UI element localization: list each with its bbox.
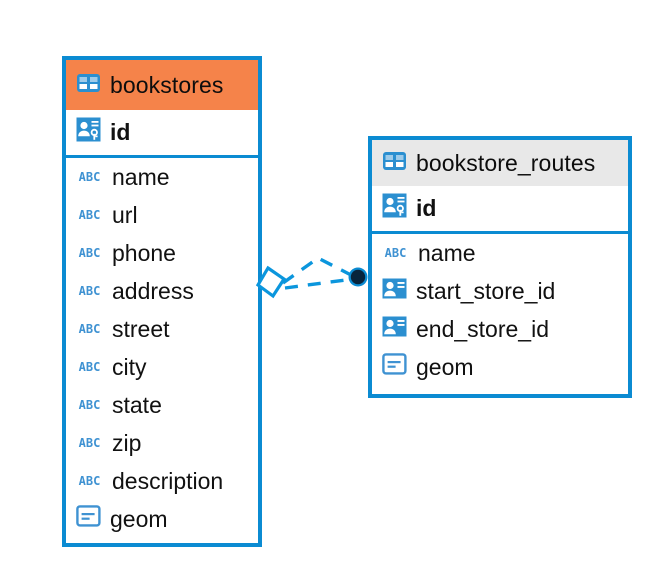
field-label-street: street xyxy=(112,315,170,342)
foreign-key-icon xyxy=(382,314,407,345)
field-label-state: state xyxy=(112,391,162,418)
abc-text-icon: ABC xyxy=(78,398,101,412)
primary-key-icon xyxy=(76,117,101,148)
entity-bookstore-routes-title: bookstore_routes xyxy=(416,149,596,176)
field-label-id: id xyxy=(110,119,131,145)
field-row-routes-geom[interactable]: geom xyxy=(372,348,628,386)
relationship-line-lower xyxy=(284,277,354,290)
entity-bookstore-routes-header[interactable]: bookstore_routes xyxy=(372,140,628,186)
field-label-name: name xyxy=(112,163,170,190)
field-row-end-store-id[interactable]: end_store_id xyxy=(372,310,628,348)
entity-bookstores[interactable]: bookstores id ABC name xyxy=(62,56,262,547)
field-row-address[interactable]: ABC address xyxy=(66,272,258,310)
field-row-city[interactable]: ABC city xyxy=(66,348,258,386)
field-row-id[interactable]: id xyxy=(66,110,258,158)
field-row-zip[interactable]: ABC zip xyxy=(66,424,258,462)
abc-text-icon: ABC xyxy=(384,246,407,260)
field-label-city: city xyxy=(112,353,147,380)
field-row-name[interactable]: ABC name xyxy=(66,158,258,196)
relationship-dot-marker xyxy=(348,267,368,287)
abc-text-icon: ABC xyxy=(78,436,101,450)
foreign-key-icon xyxy=(382,276,407,307)
field-row-url[interactable]: ABC url xyxy=(66,196,258,234)
field-label-start-store-id: start_store_id xyxy=(416,277,556,304)
field-row-phone[interactable]: ABC phone xyxy=(66,234,258,272)
field-label-phone: phone xyxy=(112,239,176,266)
field-label-routes-geom: geom xyxy=(416,353,474,380)
field-row-start-store-id[interactable]: start_store_id xyxy=(372,272,628,310)
field-label-end-store-id: end_store_id xyxy=(416,315,549,342)
entity-bookstores-title: bookstores xyxy=(110,71,224,98)
field-row-routes-id[interactable]: id xyxy=(372,186,628,234)
field-row-routes-name[interactable]: ABC name xyxy=(372,234,628,272)
abc-text-icon: ABC xyxy=(78,360,101,374)
abc-text-icon: ABC xyxy=(78,322,101,336)
field-label-zip: zip xyxy=(112,429,142,456)
abc-text-icon: ABC xyxy=(78,170,101,184)
field-label-routes-name: name xyxy=(418,239,476,266)
primary-key-icon xyxy=(382,193,407,224)
field-row-geom[interactable]: geom xyxy=(66,500,258,538)
field-label-description: description xyxy=(112,467,224,494)
field-label-geom: geom xyxy=(110,505,168,532)
abc-text-icon: ABC xyxy=(78,474,101,488)
relationship-line-upper xyxy=(282,256,354,285)
table-icon xyxy=(382,150,407,177)
field-row-street[interactable]: ABC street xyxy=(66,310,258,348)
field-label-url: url xyxy=(112,201,138,228)
geometry-icon xyxy=(382,353,407,381)
field-row-state[interactable]: ABC state xyxy=(66,386,258,424)
geometry-icon xyxy=(76,505,101,533)
abc-text-icon: ABC xyxy=(78,246,101,260)
entity-bookstores-header[interactable]: bookstores xyxy=(66,60,258,110)
field-label-address: address xyxy=(112,277,194,304)
field-row-description[interactable]: ABC description xyxy=(66,462,258,500)
entity-bookstore-routes[interactable]: bookstore_routes id ABC name xyxy=(368,136,632,398)
table-icon xyxy=(76,72,101,99)
field-label-routes-id: id xyxy=(416,195,437,221)
abc-text-icon: ABC xyxy=(78,284,101,298)
abc-text-icon: ABC xyxy=(78,208,101,222)
